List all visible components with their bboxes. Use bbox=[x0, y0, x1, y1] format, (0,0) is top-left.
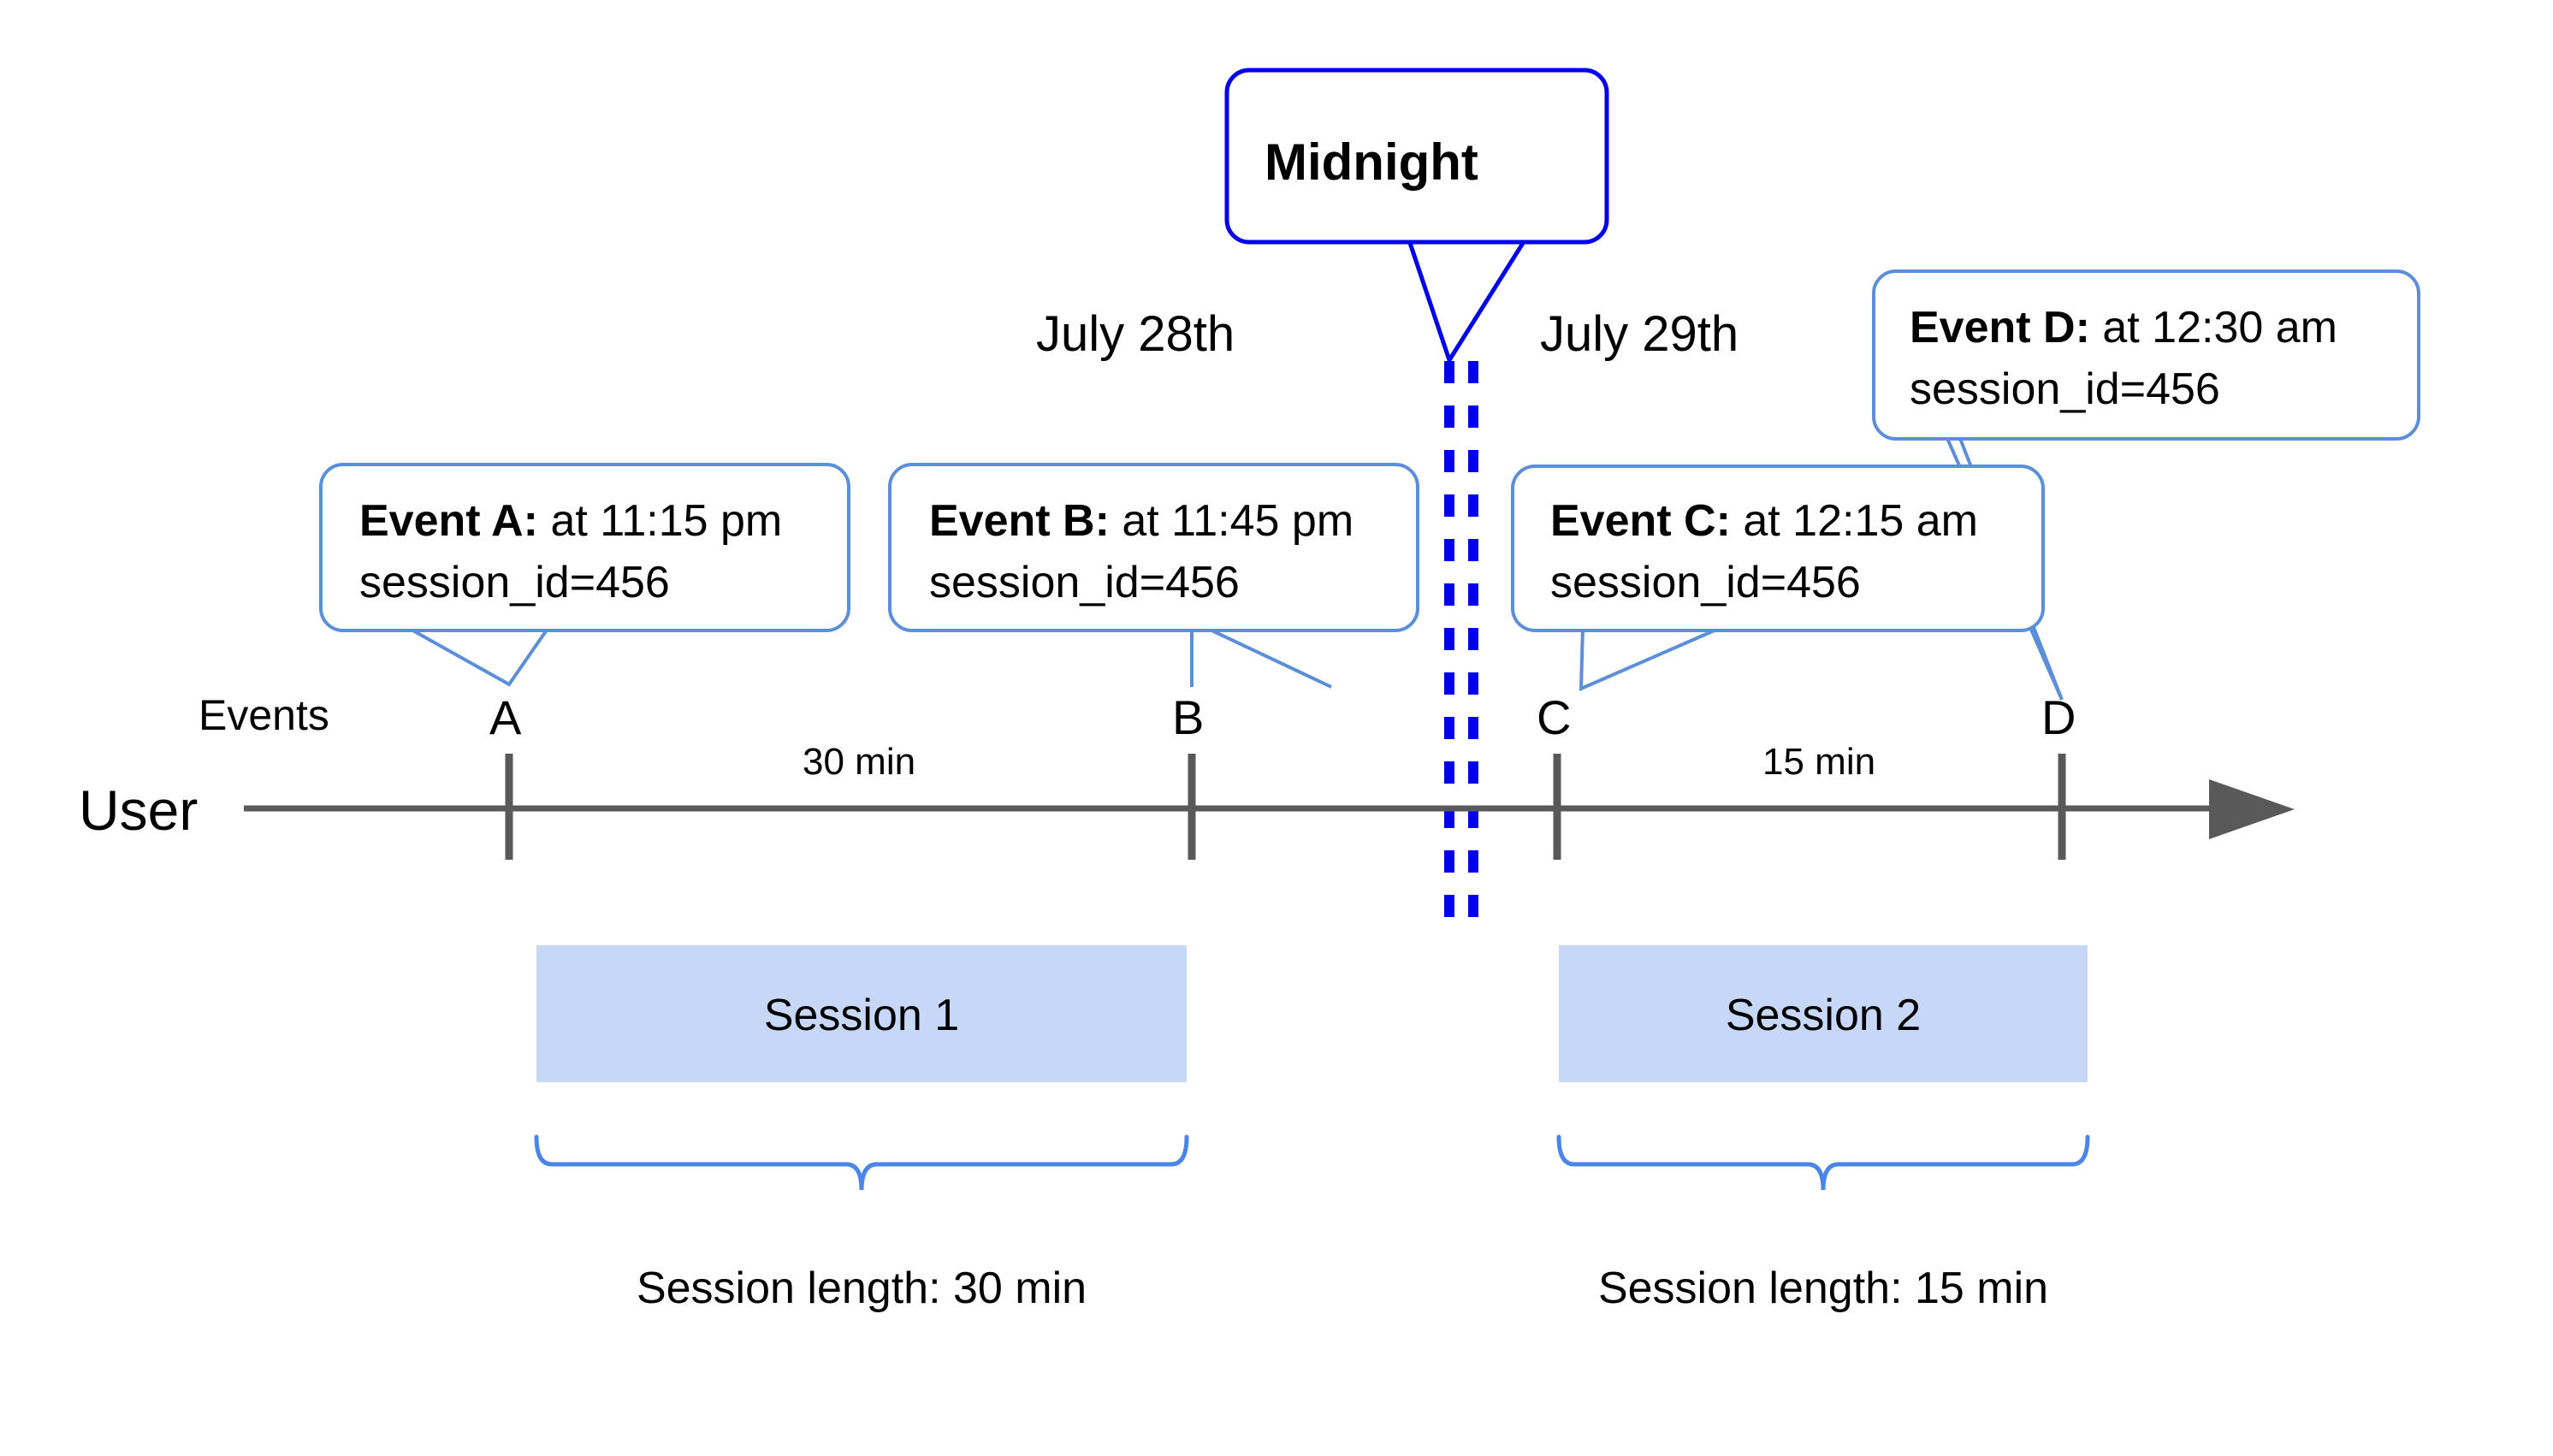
session-1-bar[interactable] bbox=[536, 945, 1187, 1082]
callout-event-d-box bbox=[1872, 269, 2420, 441]
midnight-callout[interactable]: Midnight bbox=[1224, 68, 1609, 365]
gap-label-ab: 30 min bbox=[803, 741, 915, 783]
callout-event-c-box bbox=[1511, 465, 2045, 632]
session-2-length-label: Session length: 15 min bbox=[1598, 1264, 2048, 1313]
callout-event-b[interactable]: Event B: at 11:45 pm session_id=456 bbox=[888, 463, 1419, 689]
callout-event-a-line1: Event A: at 11:15 pm bbox=[359, 496, 782, 546]
callout-event-b-title: Event B: bbox=[929, 496, 1110, 546]
callout-event-a-tail bbox=[409, 627, 549, 687]
session-1-label: Session 1 bbox=[764, 991, 959, 1040]
callout-event-c-tail bbox=[1579, 625, 1723, 692]
timeline-axis bbox=[244, 754, 2295, 860]
callout-event-a-title: Event A: bbox=[359, 496, 538, 546]
callout-event-a-meta: session_id=456 bbox=[359, 558, 670, 607]
callout-event-b-meta: session_id=456 bbox=[929, 558, 1240, 607]
callout-event-c-title: Event C: bbox=[1550, 496, 1731, 546]
event-marker-label-c: C bbox=[1537, 690, 1571, 744]
callout-event-b-box bbox=[888, 463, 1419, 632]
event-marker-label-b: B bbox=[1172, 690, 1204, 744]
callout-event-d-meta: session_id=456 bbox=[1910, 364, 2220, 414]
session-1-group[interactable]: Session 1 Session length: 30 min bbox=[534, 945, 1189, 1313]
session-2-brace bbox=[1556, 1134, 2090, 1191]
gap-label-cd: 15 min bbox=[1762, 741, 1875, 783]
event-marker-label-d: D bbox=[2041, 690, 2076, 744]
callout-event-a[interactable]: Event A: at 11:15 pm session_id=456 bbox=[319, 463, 850, 687]
callout-event-c-detail: at 12:15 am bbox=[1731, 496, 1978, 546]
callout-event-d-line1: Event D: at 12:30 am bbox=[1910, 303, 2337, 352]
callout-event-a-detail: at 11:15 pm bbox=[538, 496, 782, 546]
callout-event-b-line1: Event B: at 11:45 pm bbox=[929, 496, 1354, 546]
session-1-length-label: Session length: 30 min bbox=[637, 1264, 1087, 1313]
session-2-label: Session 2 bbox=[1726, 991, 1921, 1040]
midnight-callout-box bbox=[1224, 68, 1609, 245]
callout-event-c-line1: Event C: at 12:15 am bbox=[1550, 496, 1978, 546]
axis-arrow-icon bbox=[2209, 779, 2295, 839]
callout-event-b-detail: at 11:45 pm bbox=[1110, 496, 1354, 546]
callout-event-c[interactable]: Event C: at 12:15 am session_id=456 bbox=[1511, 465, 2045, 692]
event-marker-label-a: A bbox=[489, 690, 522, 744]
row-label-user: User bbox=[79, 778, 198, 842]
callout-event-a-box bbox=[319, 463, 850, 632]
callout-event-d[interactable]: Event D: at 12:30 am session_id=456 bbox=[1872, 269, 2420, 701]
day-label-july-28: July 28th bbox=[1036, 306, 1235, 362]
midnight-boundary-lines bbox=[1444, 361, 1478, 922]
midnight-callout-tail bbox=[1407, 239, 1527, 365]
day-label-july-29: July 29th bbox=[1540, 306, 1739, 362]
session-2-group[interactable]: Session 2 Session length: 15 min bbox=[1556, 945, 2090, 1313]
callout-event-d-detail: at 12:30 am bbox=[2090, 303, 2337, 352]
midnight-callout-label: Midnight bbox=[1265, 133, 1478, 191]
callout-event-c-meta: session_id=456 bbox=[1550, 558, 1861, 607]
row-label-events: Events bbox=[198, 691, 329, 739]
session-1-brace bbox=[534, 1134, 1189, 1191]
callout-event-d-title: Event D: bbox=[1910, 303, 2090, 352]
session-2-bar[interactable] bbox=[1559, 945, 2088, 1082]
